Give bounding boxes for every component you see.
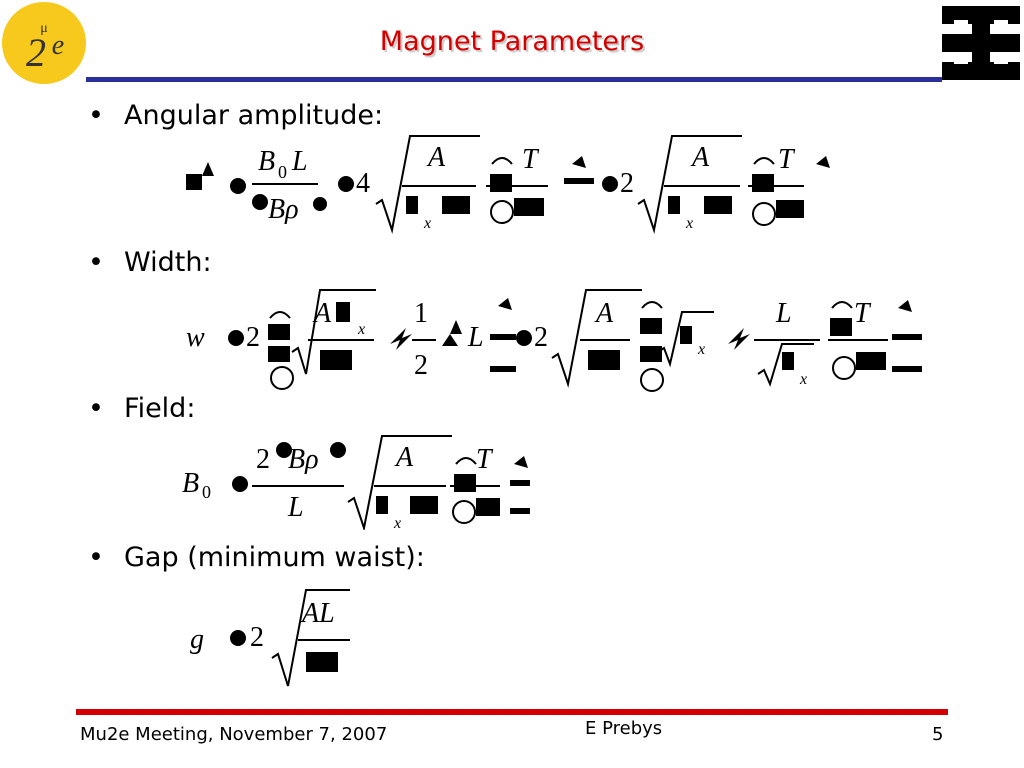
eq-al: AL <box>300 598 335 629</box>
eq-two: 2 <box>246 322 260 353</box>
equation-field: B 0 2 Bρ L A x T <box>180 434 530 530</box>
bullet-angular-amplitude: • Angular amplitude: <box>88 100 383 131</box>
eq-two: 2 <box>620 168 634 199</box>
eq-w: w <box>186 322 205 353</box>
page-number: 5 <box>932 724 944 745</box>
svg-text:e: e <box>52 30 64 61</box>
title-divider <box>86 77 942 82</box>
eq-glyph-garbled <box>186 162 214 190</box>
eq-sub-x-3: x <box>799 371 807 388</box>
eq-g: g <box>190 624 204 655</box>
eq-two-2: 2 <box>534 322 548 353</box>
eq-a-2: A <box>594 298 614 329</box>
eq-l: L <box>287 492 304 523</box>
bullet-label: Field: <box>124 393 196 424</box>
eq-a: A <box>312 298 332 329</box>
eq-two-den: 2 <box>414 350 428 381</box>
bullet-gap: • Gap (minimum waist): <box>88 542 425 573</box>
eq-t: T <box>854 298 872 329</box>
eq-one: 1 <box>414 298 428 329</box>
eq-l: L <box>291 146 308 177</box>
svg-text:μ: μ <box>40 21 48 36</box>
eq-b0: B <box>182 468 199 499</box>
eq-t: T <box>522 144 540 175</box>
equation-angular-amplitude: B 0 L Bρ 4 A x T 2 A x T <box>180 134 830 236</box>
bullet-field: • Field: <box>88 393 195 424</box>
eq-sub-x: x <box>357 321 365 338</box>
eq-sub0: 0 <box>278 162 287 182</box>
fermilab-logo-icon <box>940 2 1022 84</box>
bullet-label: Width: <box>124 247 212 278</box>
svg-text:2: 2 <box>26 30 46 75</box>
equation-gap: g 2 AL <box>180 586 360 690</box>
eq-l-2: L <box>775 298 792 329</box>
eq-b-rho: Bρ <box>268 194 299 225</box>
eq-two: 2 <box>256 444 270 475</box>
equation-width: w 2 A x 1 2 L 2 A x L <box>180 288 926 394</box>
bullet-width: • Width: <box>88 247 212 278</box>
eq-b-rho: Bρ <box>288 444 319 475</box>
eq-sub-x: x <box>393 515 401 530</box>
bullet-marker: • <box>88 393 104 424</box>
eq-t-2: T <box>778 144 796 175</box>
eq-two: 2 <box>250 622 264 653</box>
bullet-label: Gap (minimum waist): <box>124 542 425 573</box>
footer-divider <box>76 709 948 715</box>
footer-meeting: Mu2e Meeting, November 7, 2007 <box>80 724 388 745</box>
mu2e-logo-icon: μ 2 e <box>2 2 86 84</box>
eq-a: A <box>426 142 446 173</box>
eq-b0: B <box>258 146 275 177</box>
eq-a: A <box>394 442 414 473</box>
eq-a-2: A <box>690 142 710 173</box>
eq-l: L <box>467 322 484 353</box>
eq-sub-x-2: x <box>697 341 705 358</box>
eq-sub-x-2: x <box>685 215 693 232</box>
bullet-marker: • <box>88 100 104 131</box>
bullet-marker: • <box>88 542 104 573</box>
eq-four: 4 <box>356 168 370 199</box>
bullet-marker: • <box>88 247 104 278</box>
slide-title: Magnet Parameters <box>379 26 645 57</box>
footer-author: E Prebys <box>585 718 663 739</box>
eq-t: T <box>476 444 494 475</box>
bullet-label: Angular amplitude: <box>124 100 384 131</box>
eq-sub-x: x <box>423 215 431 232</box>
eq-sub0: 0 <box>202 482 211 502</box>
